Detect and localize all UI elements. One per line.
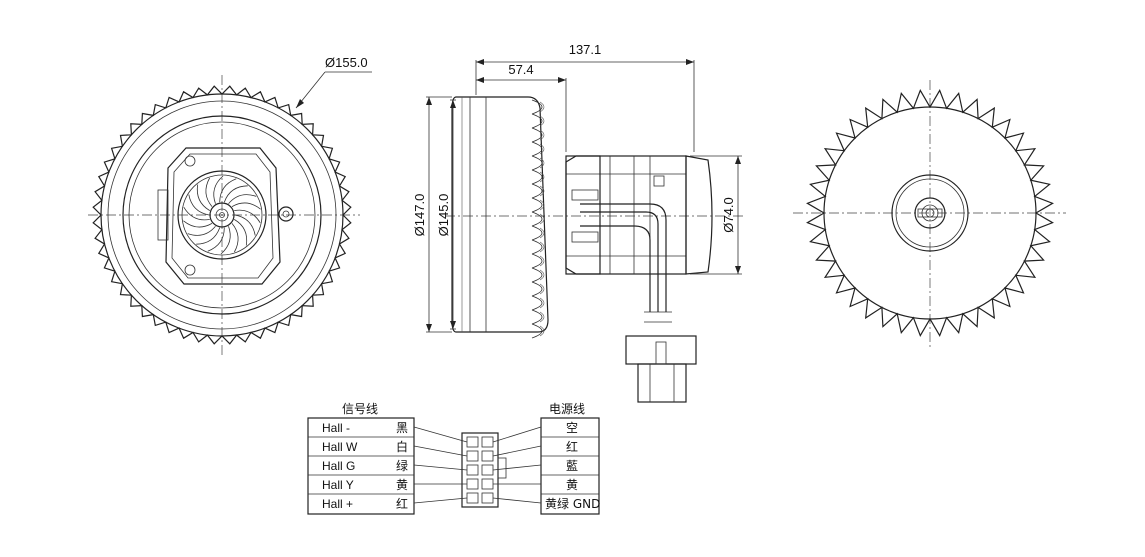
- dim-overall-length: 137.1: [569, 42, 602, 57]
- wire-leaders: [413, 426, 542, 504]
- signal-name: Hall -: [322, 421, 350, 435]
- signal-name: Hall +: [322, 497, 353, 511]
- power-row: 空: [566, 421, 578, 435]
- signal-wire-header: 信号线: [342, 402, 378, 416]
- front-view: Ø155.0: [88, 55, 372, 355]
- power-wire-header: 电源线: [549, 402, 585, 416]
- signal-color: 绿: [396, 458, 408, 473]
- signal-row: Hall G 绿: [322, 458, 408, 473]
- signal-color: 黄: [396, 478, 408, 492]
- signal-color: 红: [396, 496, 408, 511]
- power-row: 藍: [566, 459, 578, 473]
- signal-row: Hall - 黑: [322, 421, 408, 435]
- signal-name: Hall W: [322, 440, 358, 454]
- dim-impeller-length: 57.4: [508, 62, 533, 77]
- dim-motor-diameter: Ø74.0: [721, 197, 736, 232]
- dim-inner-diameter: Ø145.0: [436, 194, 451, 237]
- side-view: 137.1 57.4 Ø147.0 Ø145.0 Ø74.0: [412, 42, 745, 403]
- front-impeller-blades: [183, 175, 261, 255]
- dim-front-diameter: Ø155.0: [325, 55, 368, 70]
- connector-icon: [461, 432, 507, 508]
- rear-view: [793, 80, 1066, 348]
- wiring-diagram: 信号线 电源线 Hall - 黑 Hall W 白 Hall G 绿 Hall …: [307, 402, 600, 515]
- signal-color: 黑: [396, 421, 408, 435]
- signal-row: Hall W 白: [322, 439, 408, 454]
- power-row: 黄绿 GND: [545, 496, 600, 511]
- dim-outer-diameter: Ø147.0: [412, 194, 427, 237]
- power-row: 黄: [566, 478, 578, 492]
- signal-name: Hall Y: [322, 478, 354, 492]
- side-vane-scallops: [531, 99, 545, 339]
- signal-row: Hall Y 黄: [322, 478, 408, 492]
- power-row: 红: [566, 439, 578, 454]
- signal-color: 白: [396, 439, 408, 454]
- signal-name: Hall G: [322, 459, 355, 473]
- signal-row: Hall + 红: [322, 496, 408, 511]
